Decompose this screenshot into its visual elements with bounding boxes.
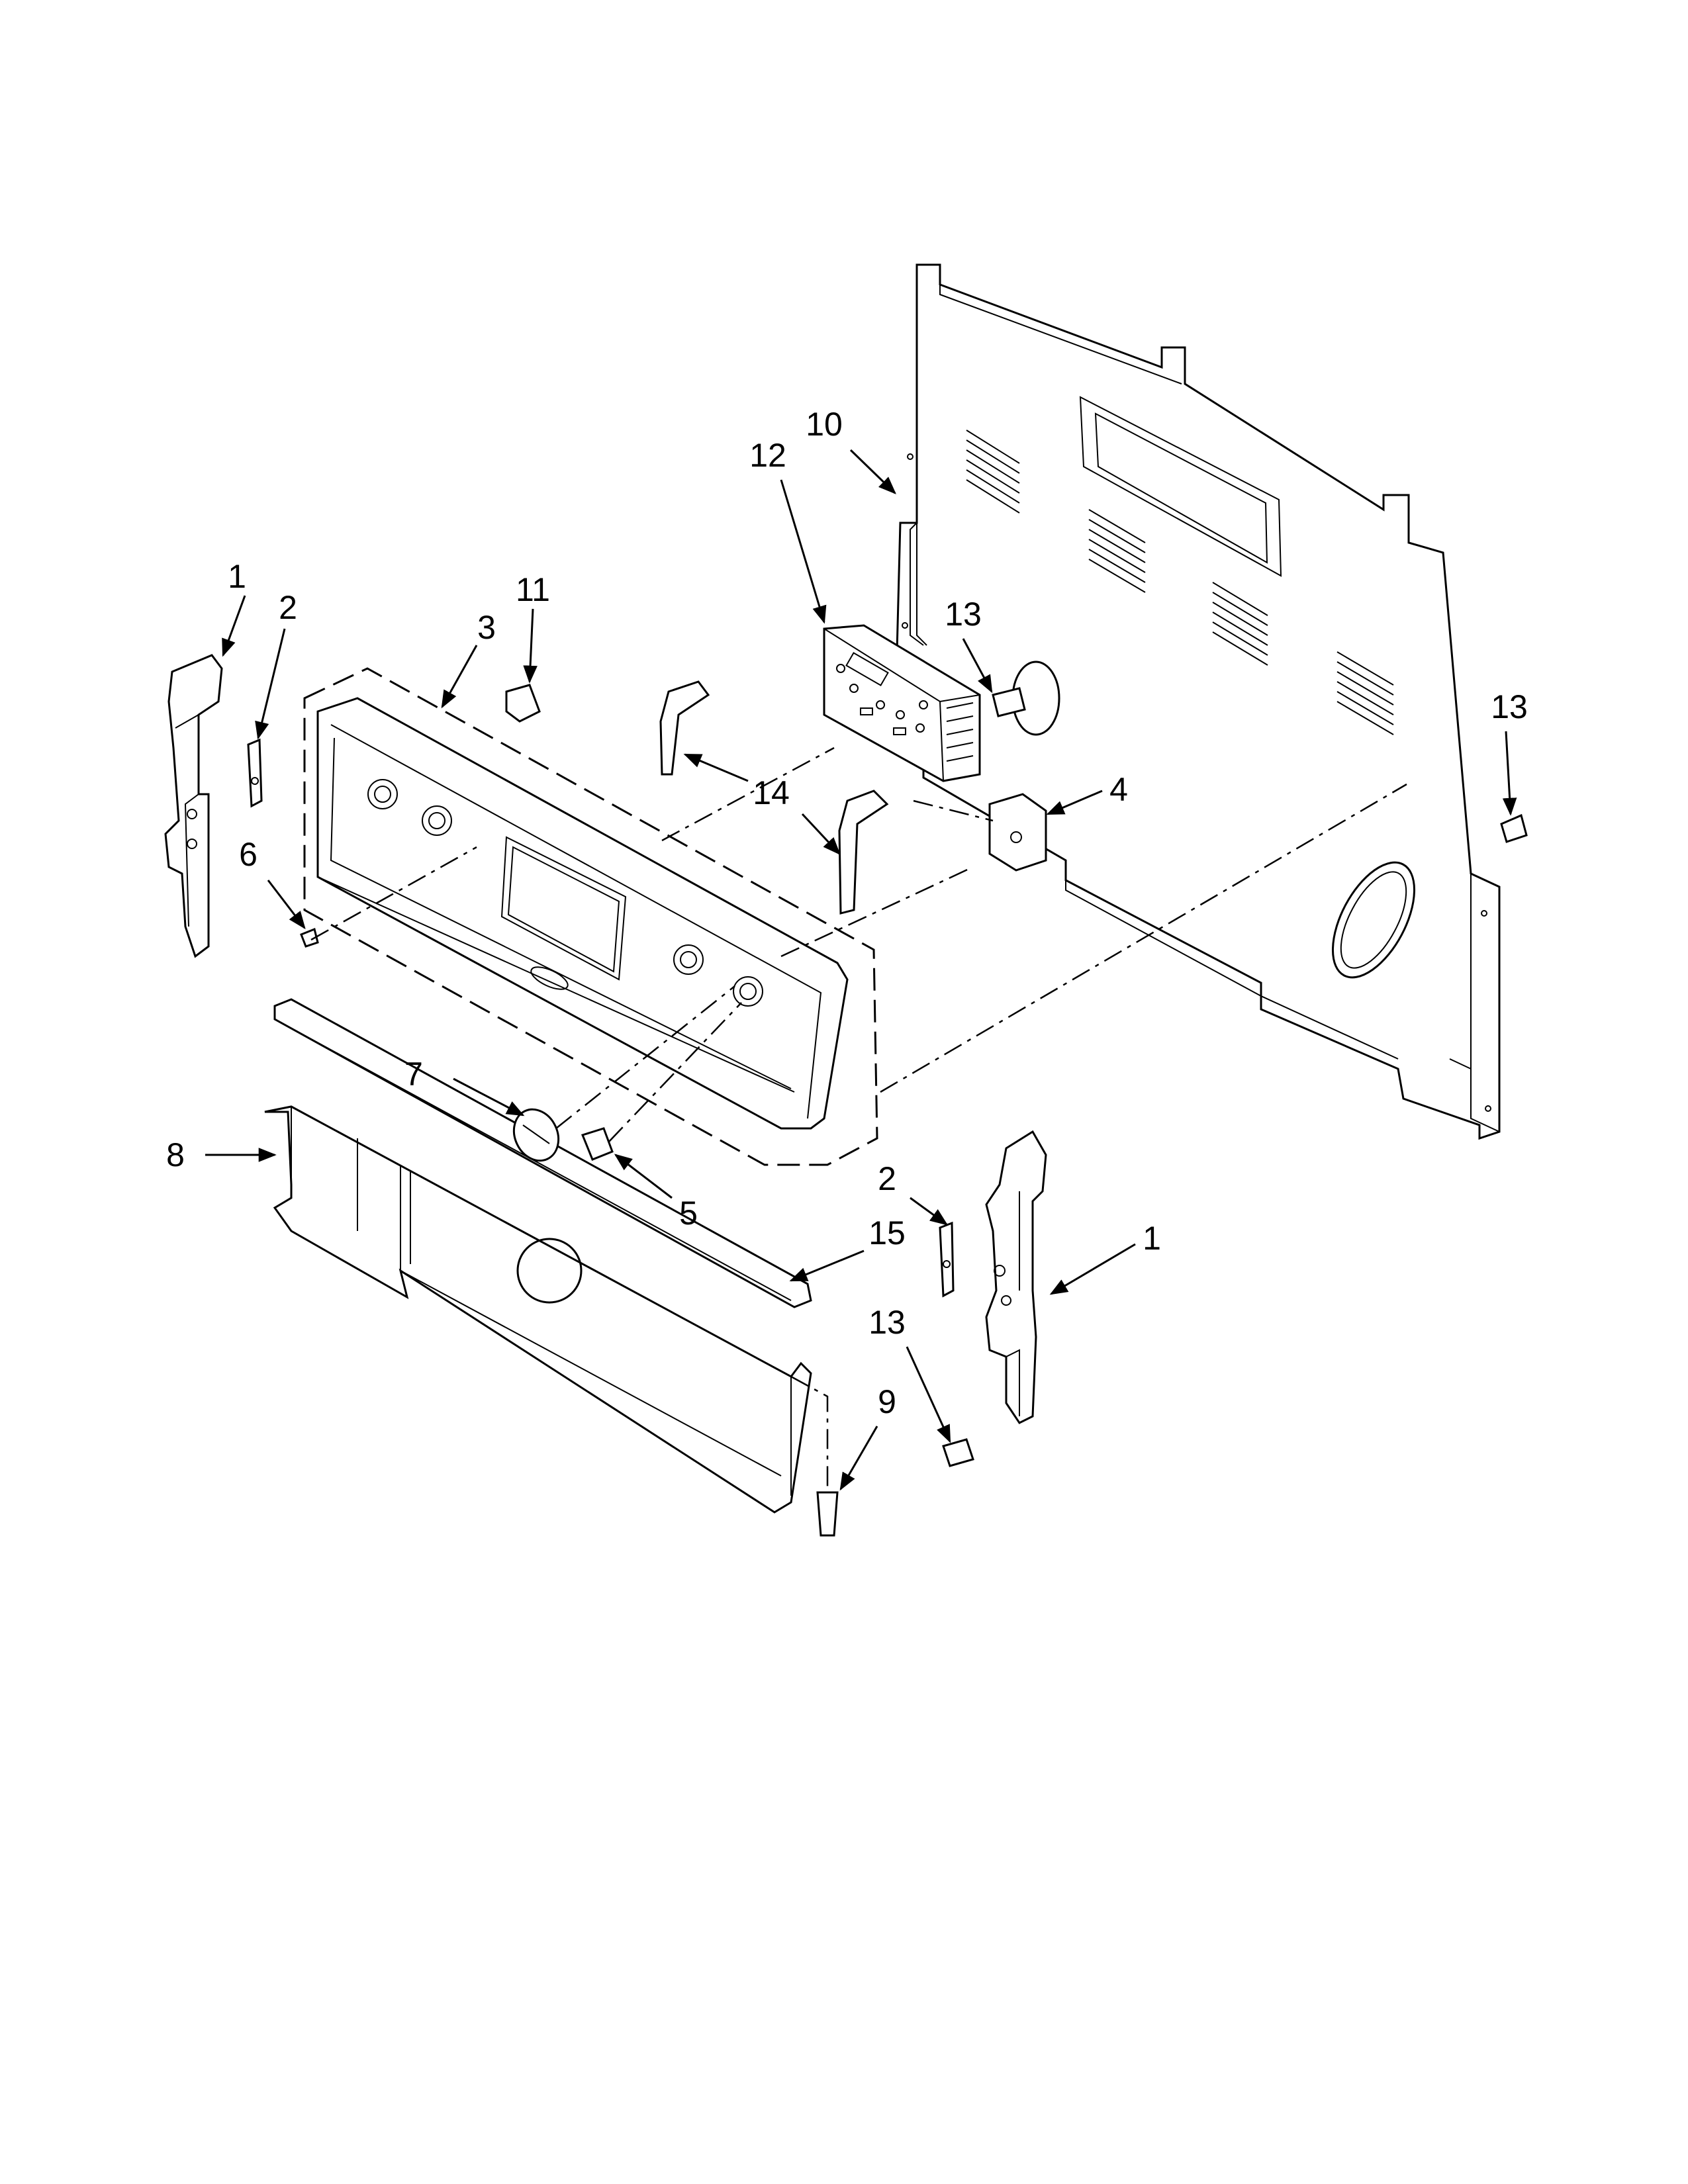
- callout-5: 5: [679, 1195, 698, 1232]
- callout-3: 3: [477, 609, 496, 646]
- callout-11: 11: [516, 571, 550, 608]
- callout-13-right: 13: [1491, 688, 1528, 725]
- callout-13-upper: 13: [945, 596, 982, 633]
- callout-14: 14: [753, 774, 790, 811]
- side-bracket-left-part: [164, 654, 223, 958]
- callout-9: 9: [878, 1383, 896, 1420]
- small-parts: [247, 680, 1528, 1537]
- control-panel-part: [303, 667, 878, 1166]
- callout-13-lower: 13: [868, 1304, 906, 1341]
- callout-4: 4: [1109, 771, 1128, 808]
- callout-1-right: 1: [1143, 1220, 1161, 1257]
- callout-15: 15: [868, 1214, 906, 1251]
- rear-panel-part: [896, 263, 1501, 1140]
- side-bracket-right-part: [985, 1130, 1047, 1424]
- callout-labels: 1 2 3 11 6 12 10 13 13 14 4 7 5 8 2 15 1…: [166, 406, 1528, 1420]
- callout-1-left: 1: [228, 558, 246, 595]
- callout-12: 12: [749, 437, 786, 474]
- callout-2-right: 2: [878, 1160, 896, 1197]
- callout-8: 8: [166, 1136, 185, 1173]
- alignment-lines: [310, 747, 1407, 1489]
- callout-10: 10: [806, 406, 843, 443]
- callout-7: 7: [404, 1056, 423, 1093]
- leader-lines: [205, 449, 1517, 1491]
- control-board-part: [823, 624, 981, 782]
- callout-6: 6: [239, 836, 258, 873]
- callout-2-left: 2: [279, 589, 297, 626]
